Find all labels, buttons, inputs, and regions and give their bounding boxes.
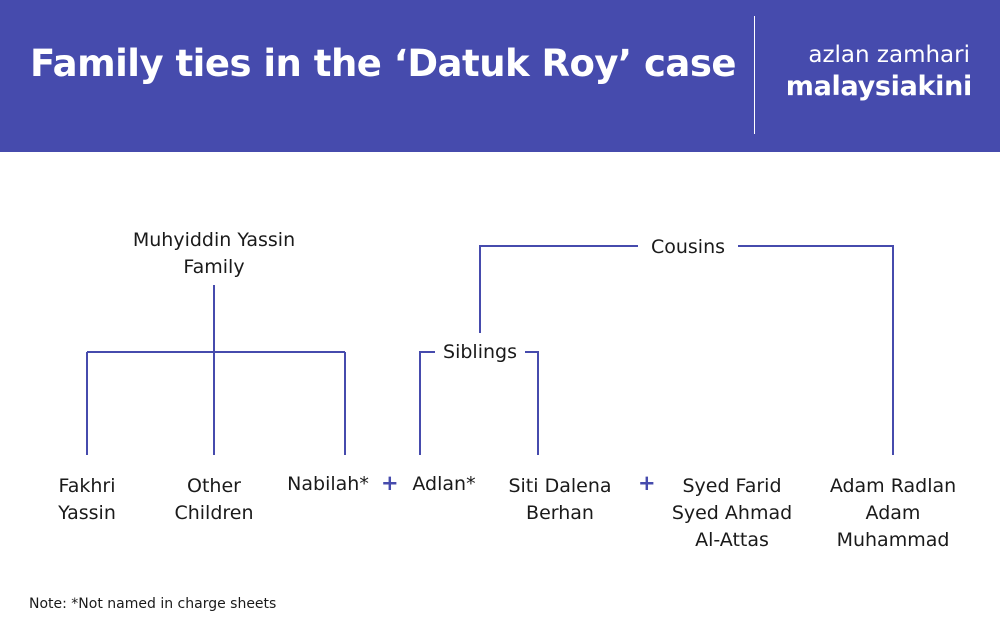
outlet-logo: malaysiakini: [785, 71, 973, 102]
header-banner: Family ties in the ‘Datuk Roy’ case azla…: [0, 0, 1000, 152]
marriage-plus-nabilah-adlan: +: [381, 471, 399, 495]
person-fakhri-line-1: Fakhri: [58, 475, 116, 497]
person-nabilah: Nabilah*: [287, 473, 369, 495]
siblings-left-bracket: [419, 351, 435, 455]
cousins-label: Cousins: [650, 236, 726, 258]
person-syed-line-3: Al-Attas: [695, 529, 769, 551]
cousins-left-bracket: [479, 245, 638, 333]
person-syed-farid: Syed Farid Syed Ahmad Al-Attas: [662, 473, 802, 554]
siblings-label: Siblings: [443, 341, 517, 363]
header-divider: [754, 16, 755, 134]
cousins-right-bracket: [738, 245, 894, 455]
person-other-children-line-2: Children: [174, 502, 254, 524]
person-adam-radlan: Adam Radlan Adam Muhammad: [820, 473, 966, 554]
person-adam-line-1: Adam Radlan: [829, 475, 957, 497]
person-fakhri-line-2: Yassin: [58, 502, 116, 524]
root-line-2: Family: [183, 256, 245, 278]
author-credit: azlan zamhari: [808, 42, 970, 68]
person-syed-line-1: Syed Farid: [682, 475, 782, 497]
person-siti-line-2: Berhan: [526, 502, 594, 524]
person-syed-line-2: Syed Ahmad: [671, 502, 793, 524]
person-other-children-line-1: Other: [187, 475, 241, 497]
person-fakhri: Fakhri Yassin: [37, 473, 137, 527]
person-adam-line-3: Muhammad: [836, 529, 950, 551]
page-title: Family ties in the ‘Datuk Roy’ case: [30, 42, 737, 85]
marriage-plus-siti-syed: +: [638, 471, 656, 495]
root-line-1: Muhyiddin Yassin: [132, 229, 296, 251]
root-family-label: Muhyiddin Yassin Family: [104, 227, 324, 281]
footnote: Note: *Not named in charge sheets: [29, 596, 277, 612]
person-other-children: Other Children: [154, 473, 274, 527]
person-adlan: Adlan*: [412, 473, 476, 495]
person-adam-line-2: Adam: [865, 502, 921, 524]
siblings-right-bracket: [525, 351, 539, 455]
person-siti-dalena: Siti Dalena Berhan: [500, 473, 620, 527]
person-siti-line-1: Siti Dalena: [508, 475, 612, 497]
